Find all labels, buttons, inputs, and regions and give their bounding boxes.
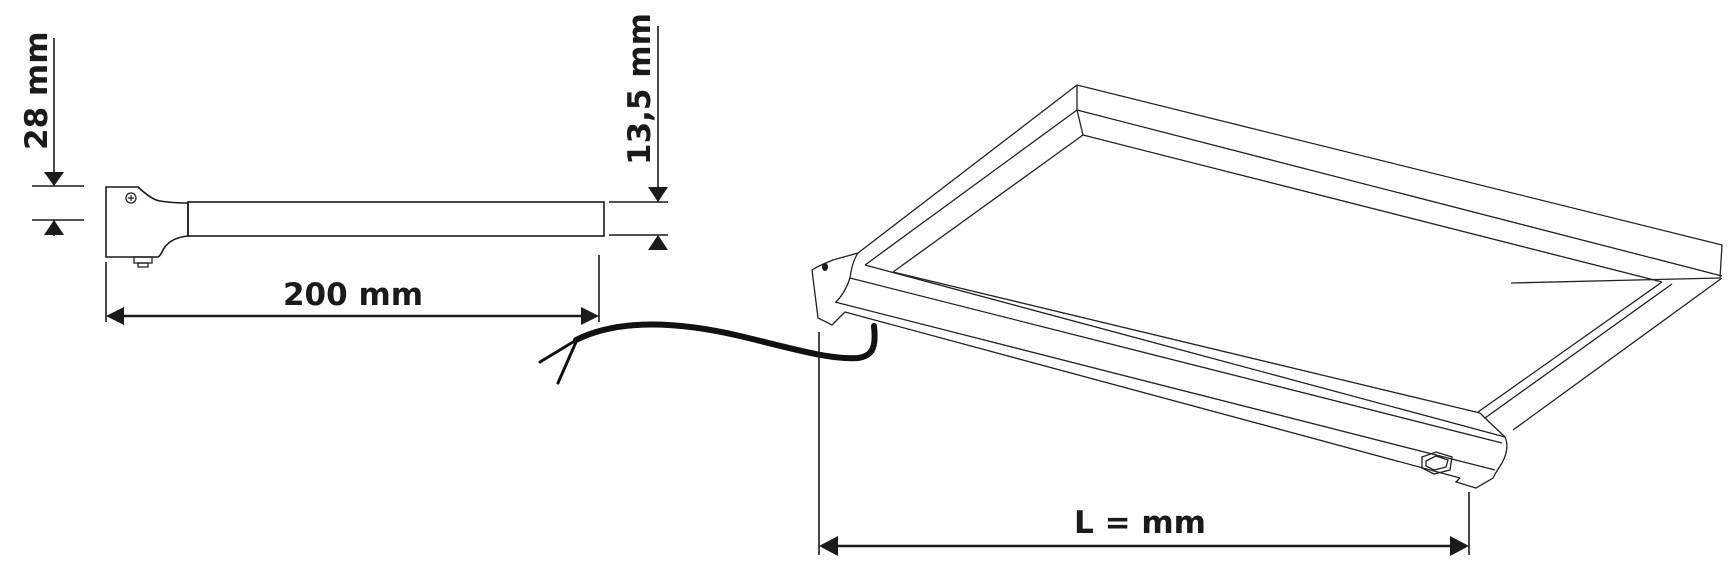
arrow-down-icon (44, 172, 64, 186)
fixture-side-profile (105, 186, 605, 268)
screw-icon (822, 263, 828, 271)
length-dimension-200mm: 200 mm (105, 255, 600, 325)
thickness-label: 13,5 mm (622, 13, 658, 165)
length-dimension-L: L = mm (818, 332, 1470, 556)
perspective-view (811, 84, 1723, 489)
thickness-dimension-13-5mm: 13,5 mm (609, 13, 668, 250)
length-label: 200 mm (283, 277, 423, 313)
power-switch-icon (1421, 451, 1453, 475)
side-view: 28 mm 200 mm (19, 13, 668, 325)
arrow-right-icon (581, 307, 599, 325)
height-dimension-28mm: 28 mm (19, 31, 84, 236)
height-label: 28 mm (19, 31, 55, 150)
power-cable (538, 321, 878, 385)
arrow-up-icon (648, 235, 668, 250)
arrow-down-icon (648, 187, 668, 202)
arrow-left-icon (106, 307, 124, 325)
variable-length-label: L = mm (1074, 505, 1206, 541)
arrow-right-icon (1450, 536, 1469, 556)
arrow-left-icon (819, 536, 838, 556)
